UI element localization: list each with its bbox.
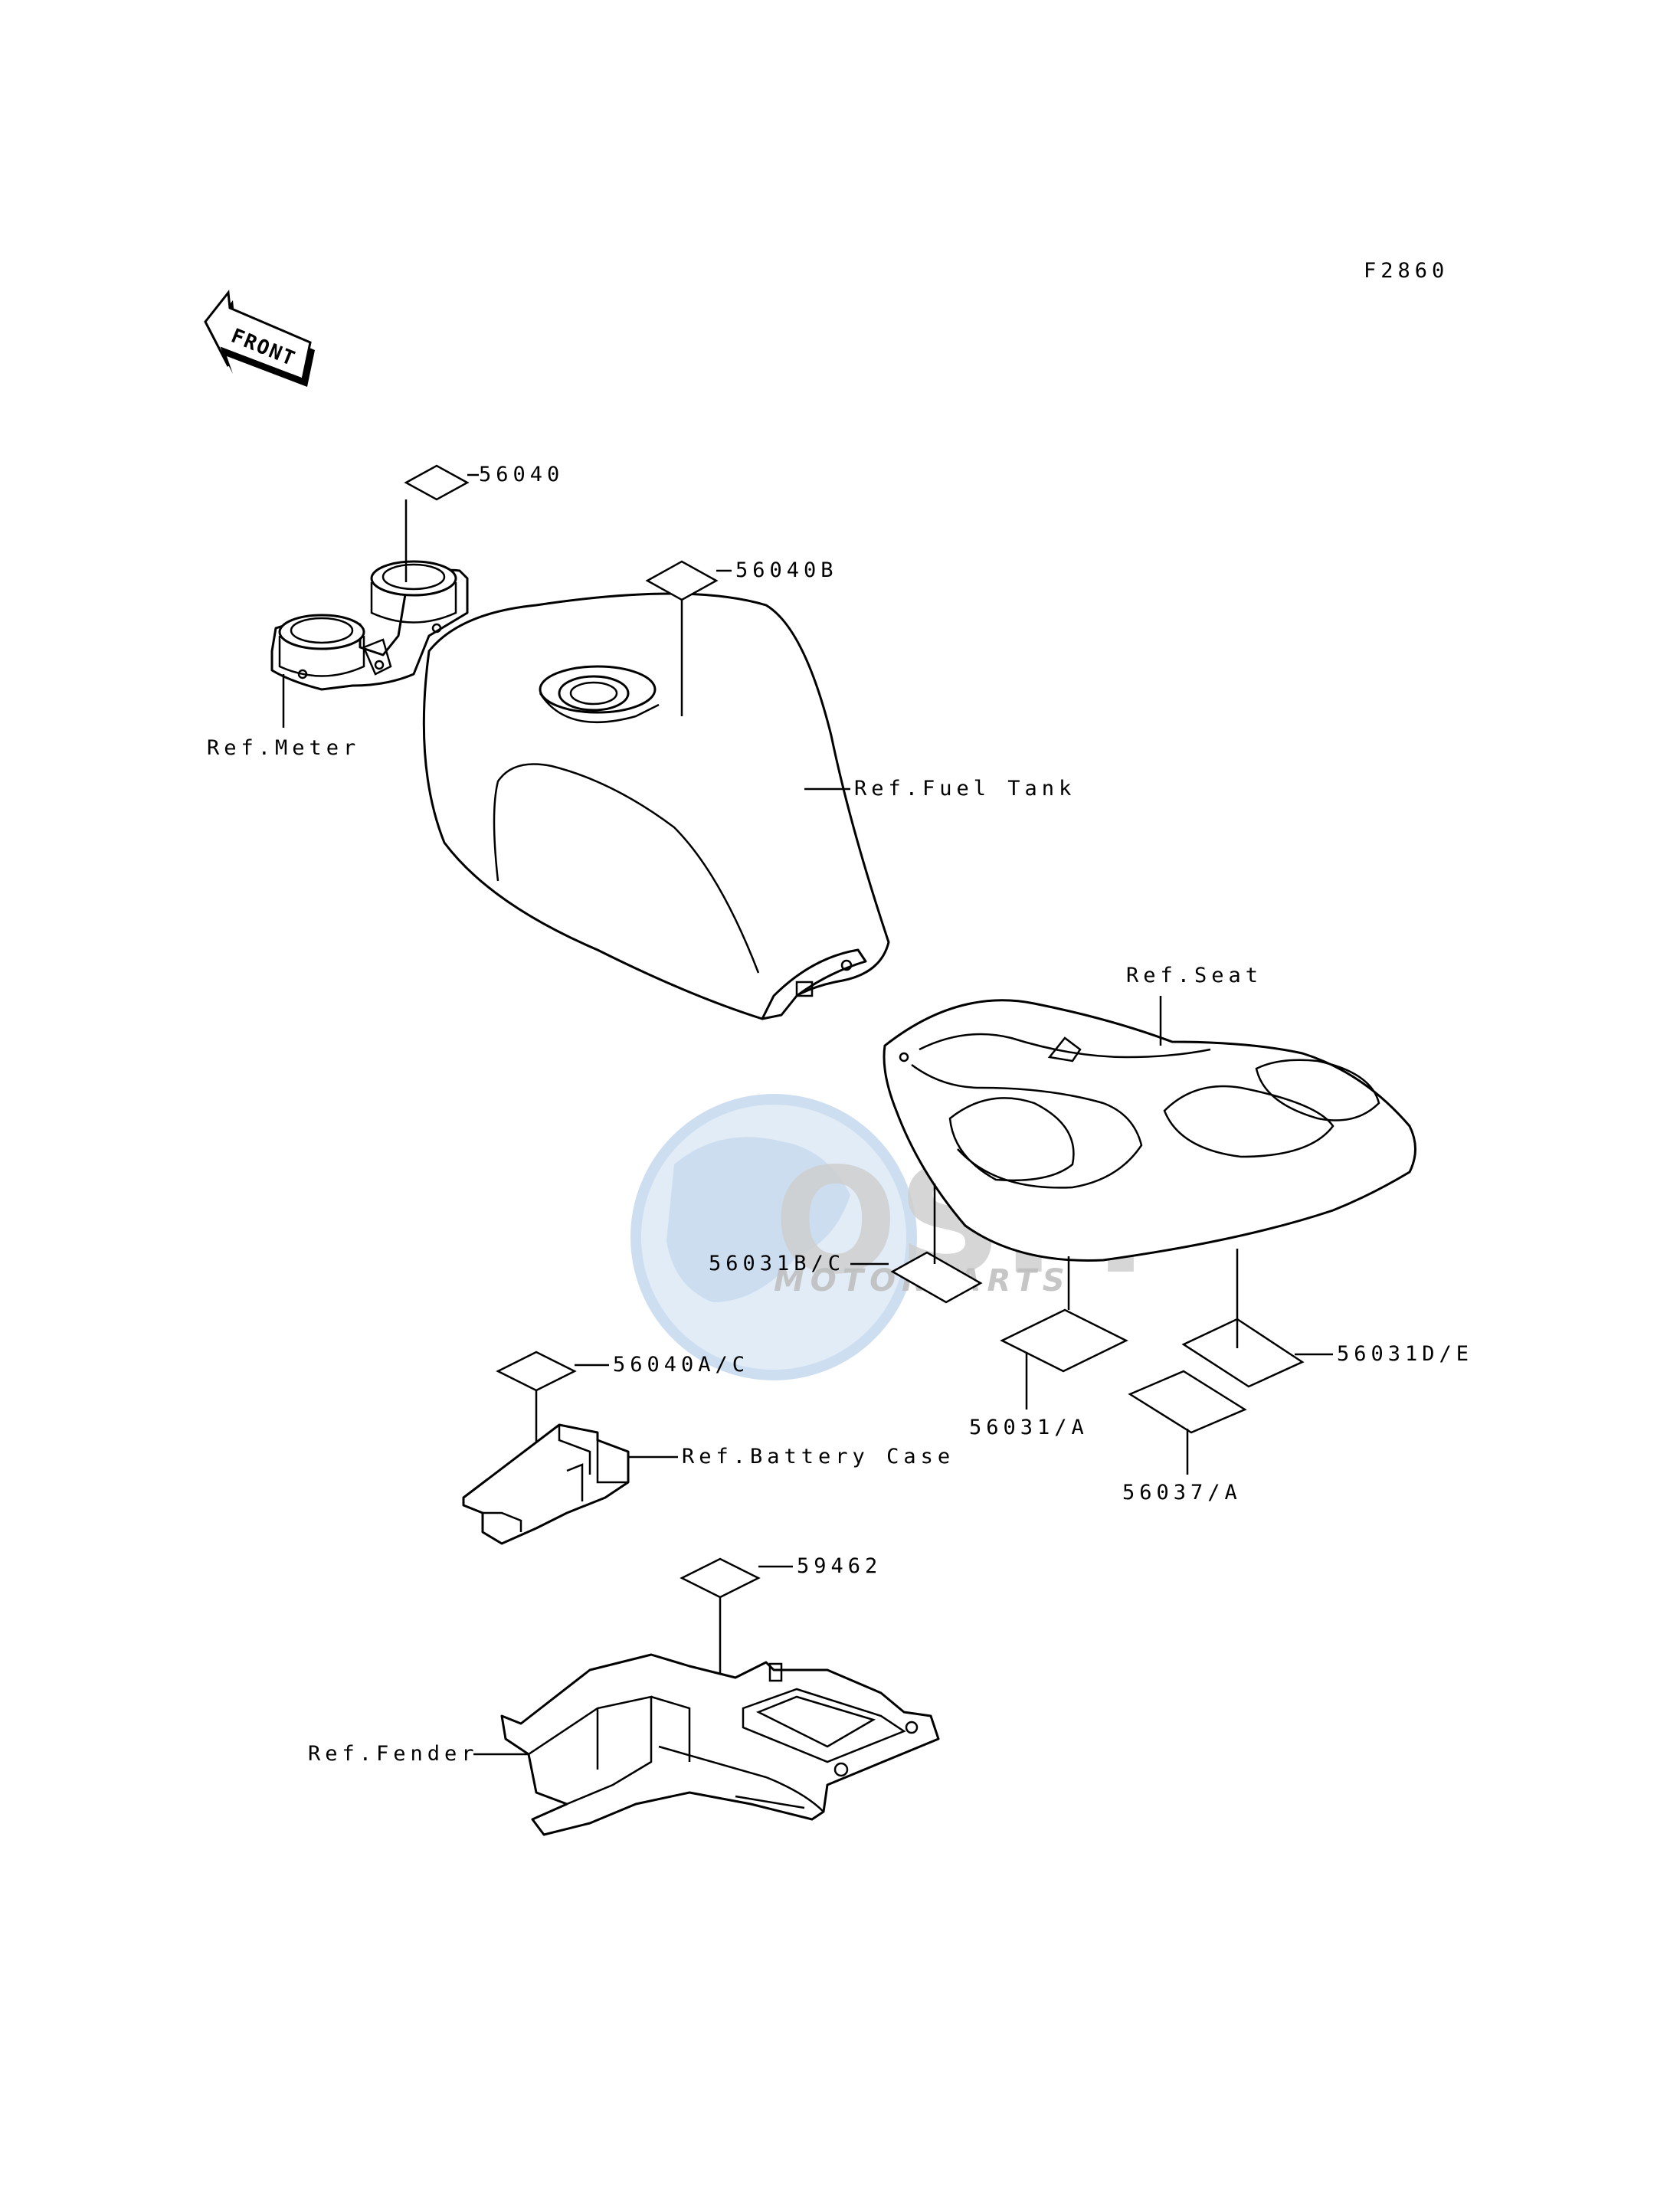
meter-ref-label: Ref.Meter — [207, 736, 360, 760]
part-number-56031bc: 56031B/C — [709, 1252, 845, 1275]
decal-56031a — [1000, 1308, 1128, 1373]
part-number-56037a: 56037/A — [1122, 1481, 1242, 1505]
fuel-tank — [422, 592, 890, 1020]
part-number-56031de: 56031D/E — [1337, 1342, 1473, 1366]
decal-59462 — [680, 1557, 761, 1599]
seat — [883, 999, 1416, 1262]
battery-case — [462, 1423, 630, 1545]
decal-56040 — [404, 464, 470, 501]
part-number-56040: 56040 — [479, 463, 564, 486]
decal-56031de — [1181, 1318, 1305, 1388]
meter-assembly — [270, 560, 469, 691]
rear-fender — [500, 1653, 940, 1836]
part-number-56040ac: 56040A/C — [613, 1353, 749, 1377]
decal-56040b — [645, 560, 719, 601]
decal-56037a — [1128, 1370, 1247, 1434]
fuel-tank-ref-label: Ref.Fuel Tank — [854, 777, 1076, 801]
decal-56031bc — [890, 1251, 983, 1304]
part-number-56040b: 56040B — [735, 558, 838, 582]
battery-case-ref-label: Ref.Battery Case — [682, 1445, 955, 1468]
front-direction-arrow-icon: FRONT — [204, 290, 315, 387]
decal-56040ac — [496, 1351, 577, 1392]
part-number-56031a: 56031/A — [969, 1416, 1089, 1439]
part-number-59462: 59462 — [797, 1554, 882, 1578]
figure-code: F2860 — [1364, 259, 1449, 283]
seat-ref-label: Ref.Seat — [1126, 964, 1262, 987]
fender-ref-label: Ref.Fender — [308, 1742, 479, 1766]
